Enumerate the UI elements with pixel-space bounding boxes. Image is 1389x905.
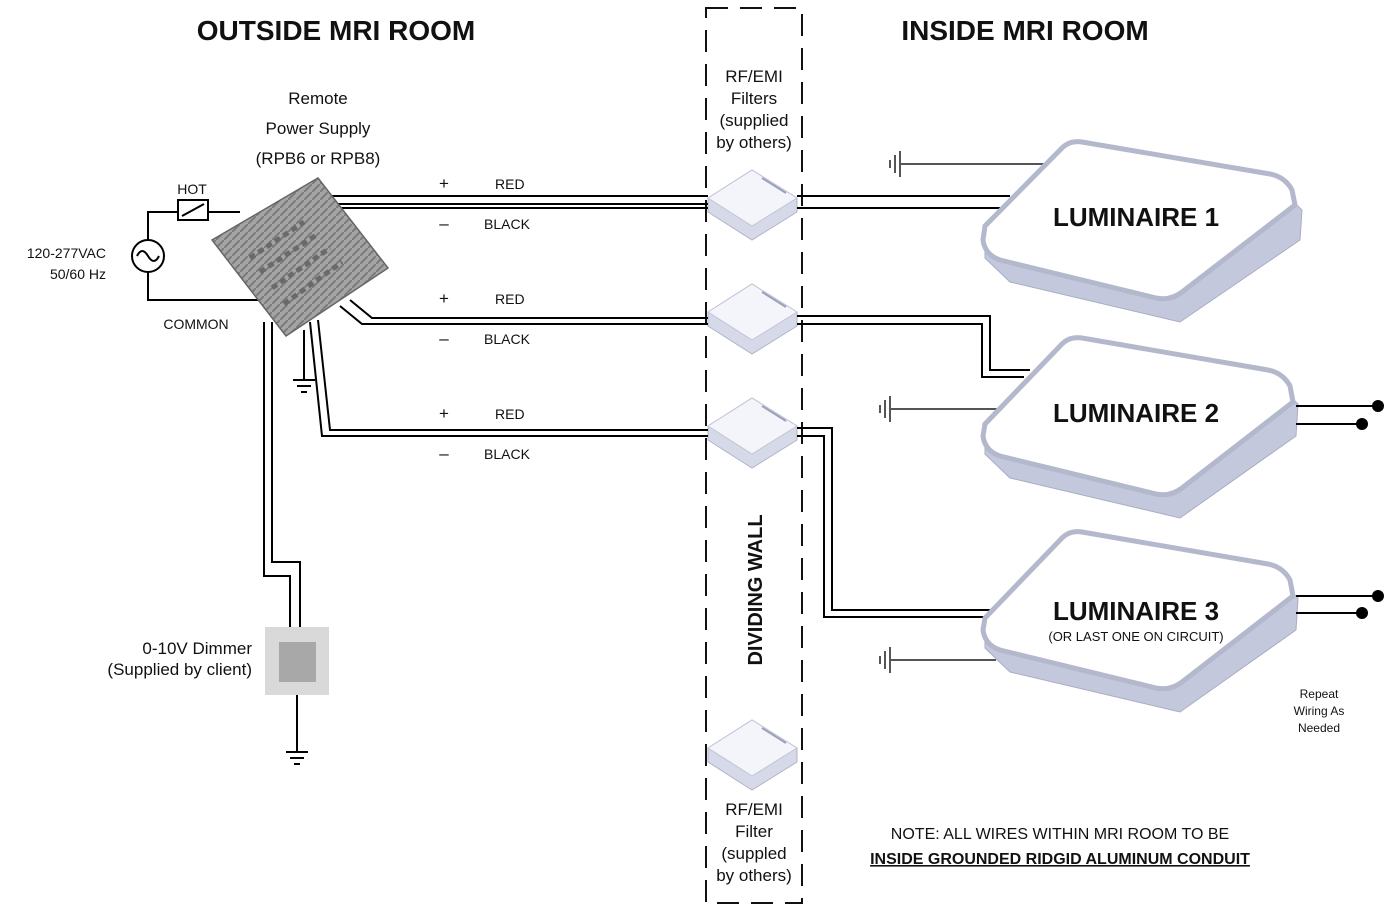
hot-label: HOT xyxy=(177,181,207,197)
wire-pair-1-outside xyxy=(318,195,708,209)
dividing-wall xyxy=(705,7,803,904)
wire-pair-2-outside xyxy=(339,299,708,325)
svg-text:BLACK: BLACK xyxy=(484,446,531,462)
svg-text:+: + xyxy=(439,404,449,423)
wall-label: DIVIDING WALL xyxy=(745,514,767,665)
repeat-terminals-3 xyxy=(1296,590,1384,619)
dimmer-label: 0-10V Dimmer (Supplied by client) xyxy=(107,639,252,679)
wire-pair-1-inside xyxy=(797,195,1010,209)
source-circuit xyxy=(131,199,290,301)
wire-labels-1: + RED – BLACK xyxy=(439,174,531,233)
filter-label-top: RF/EMI Filters (supplied by others) xyxy=(716,67,792,152)
svg-text:Needed: Needed xyxy=(1298,721,1340,735)
luminaire-1-label: LUMINAIRE 1 xyxy=(1053,202,1219,232)
svg-text:BLACK: BLACK xyxy=(484,216,531,232)
svg-text:NOTE: ALL WIRES WITHIN MRI ROO: NOTE: ALL WIRES WITHIN MRI ROOM TO BE xyxy=(891,826,1229,843)
luminaire-3-sublabel: (OR LAST ONE ON CIRCUIT) xyxy=(1048,629,1223,644)
dimmer-ground-icon xyxy=(286,695,308,765)
svg-text:0-10V Dimmer: 0-10V Dimmer xyxy=(142,639,252,658)
rf-filter-1 xyxy=(707,169,798,241)
svg-text:RF/EMI: RF/EMI xyxy=(725,800,783,819)
svg-text:RED: RED xyxy=(495,176,525,192)
luminaire-1: LUMINAIRE 1 xyxy=(980,139,1303,323)
wire-pair-3-outside xyxy=(309,319,708,437)
svg-text:+: + xyxy=(439,174,449,193)
conduit-note: NOTE: ALL WIRES WITHIN MRI ROOM TO BE IN… xyxy=(870,826,1250,868)
svg-text:INSIDE GROUNDED RIDGID ALUMINU: INSIDE GROUNDED RIDGID ALUMINUM CONDUIT xyxy=(870,851,1250,868)
svg-text:RED: RED xyxy=(495,406,525,422)
luminaire-ground-3 xyxy=(879,647,996,673)
luminaire-ground-2 xyxy=(879,396,1000,422)
svg-text:Wiring As: Wiring As xyxy=(1294,704,1345,718)
svg-text:(Supplied by client): (Supplied by client) xyxy=(107,660,252,679)
repeat-label: Repeat Wiring As Needed xyxy=(1294,687,1345,735)
svg-text:BLACK: BLACK xyxy=(484,331,531,347)
rf-filter-2 xyxy=(707,283,798,355)
dimmer-wires xyxy=(263,322,301,628)
remote-power-supply-icon xyxy=(210,177,390,338)
repeat-terminals-2 xyxy=(1296,400,1384,430)
svg-text:Repeat: Repeat xyxy=(1300,687,1339,701)
svg-text:Remote: Remote xyxy=(288,89,348,108)
power-supply-ground-icon xyxy=(293,330,315,393)
rf-filter-3 xyxy=(707,397,798,469)
wire-labels-3: + RED – BLACK xyxy=(439,404,531,463)
svg-text:RF/EMI: RF/EMI xyxy=(725,67,783,86)
svg-text:RED: RED xyxy=(495,291,525,307)
heading-outside: OUTSIDE MRI ROOM xyxy=(197,15,475,46)
svg-text:–: – xyxy=(439,214,449,233)
luminaire-ground-1 xyxy=(889,151,1050,177)
wire-pair-2-inside xyxy=(797,315,1030,378)
wire-labels-2: + RED – BLACK xyxy=(439,289,531,348)
svg-text:by others): by others) xyxy=(716,133,792,152)
dimmer-icon xyxy=(265,627,329,695)
svg-text:(RPB6 or RPB8): (RPB6 or RPB8) xyxy=(256,149,381,168)
svg-text:–: – xyxy=(439,329,449,348)
frequency-label: 50/60 Hz xyxy=(50,266,106,282)
luminaire-3: LUMINAIRE 3 (OR LAST ONE ON CIRCUIT) xyxy=(980,529,1299,713)
wire-pair-3-inside xyxy=(797,427,1000,618)
svg-text:(suppled: (suppled xyxy=(721,844,786,863)
luminaire-2: LUMINAIRE 2 xyxy=(980,335,1299,519)
filter-label-bottom: RF/EMI Filter (suppled by others) xyxy=(716,800,792,885)
heading-inside: INSIDE MRI ROOM xyxy=(901,15,1148,46)
svg-text:+: + xyxy=(439,289,449,308)
rf-filter-4 xyxy=(707,719,798,791)
svg-text:Filters: Filters xyxy=(731,89,777,108)
svg-text:Power Supply: Power Supply xyxy=(266,119,371,138)
luminaire-2-label: LUMINAIRE 2 xyxy=(1053,398,1219,428)
svg-text:by others): by others) xyxy=(716,866,792,885)
voltage-label: 120-277VAC xyxy=(27,245,106,261)
luminaire-3-label: LUMINAIRE 3 xyxy=(1053,596,1219,626)
power-supply-label: Remote Power Supply (RPB6 or RPB8) xyxy=(256,89,381,168)
svg-text:(supplied: (supplied xyxy=(720,111,789,130)
svg-text:–: – xyxy=(439,444,449,463)
svg-text:Filter: Filter xyxy=(735,822,773,841)
common-label: COMMON xyxy=(163,316,228,332)
